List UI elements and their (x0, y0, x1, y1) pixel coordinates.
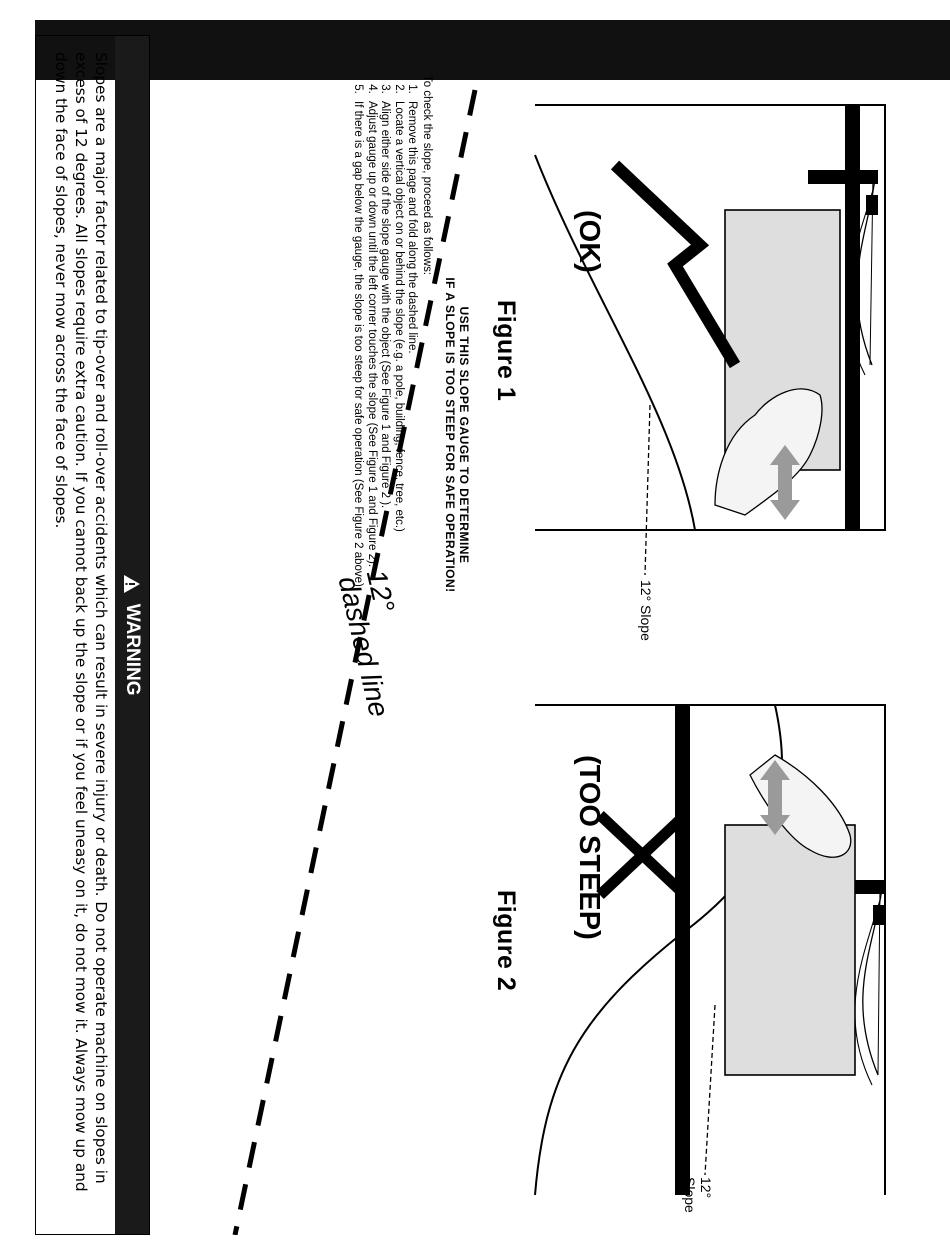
instruction-step: If there is a gap below the gauge, the s… (351, 97, 365, 795)
figure-1-pole-crossarm (808, 170, 878, 184)
figure-2-scene (534, 704, 886, 1196)
ok-checkmark-icon (610, 160, 741, 369)
fold-dashed-line (232, 89, 478, 1235)
figure-2-ground (535, 704, 886, 1195)
figure-1-double-arrow (770, 445, 800, 520)
figure-1-status: (OK) (573, 210, 605, 273)
figure-2-slope-label: 12° Slope (682, 1177, 714, 1213)
too-steep-x-icon (596, 810, 689, 900)
warning-box: WARNING Slopes are a major factor relate… (35, 35, 150, 1235)
instructions-intro: To check the slope, proceed as follows: (421, 75, 433, 276)
figure-2-pole (675, 705, 690, 1195)
figure-2-slope-reference (704, 1004, 716, 1176)
instructions-heading-line-1: USE THIS SLOPE GAUGE TO DETERMINE (457, 306, 471, 564)
header-bar (35, 20, 950, 80)
figure-1-slope-label: 12° Slope (638, 580, 654, 641)
warning-text: Slopes are a major factor related to tip… (52, 52, 110, 1192)
instructions-heading: USE THIS SLOPE GAUGE TO DETERMINE IF A S… (443, 75, 472, 795)
figure-1-slope (534, 154, 696, 531)
instruction-step: Remove this page and fold along the dash… (405, 97, 419, 795)
figure-2-status: (TOO STEEP) (573, 755, 605, 940)
figure-2-title: Figure 2 (492, 890, 520, 992)
figure-1-slope-reference (644, 404, 651, 576)
instructions-heading-line-2: IF A SLOPE IS TOO STEEP FOR SAFE OPERATI… (443, 277, 458, 593)
figure-1-pole (845, 105, 860, 530)
warning-triangle-icon (124, 575, 140, 594)
figure-1-hand (714, 388, 823, 516)
warning-header: WARNING (115, 36, 149, 1234)
figure-1-scene (534, 104, 886, 576)
figure-2-slope-gauge (724, 824, 856, 1076)
instructions-steps: Remove this page and fold along the dash… (351, 75, 419, 795)
figure-1-ground (535, 104, 886, 531)
slope-gauge-illustration (232, 89, 886, 1235)
figure-2-double-arrow (760, 760, 790, 835)
instruction-step: Align either side of the slope gauge wit… (378, 97, 392, 795)
slope-gauge-instructions: USE THIS SLOPE GAUGE TO DETERMINE IF A S… (351, 75, 472, 795)
instruction-step: Locate a vertical object on or behind th… (392, 97, 405, 795)
warning-title: WARNING (122, 603, 143, 696)
rotated-page-content: (OK) Figure 1 12° Slope (TOO STEEP) Figu… (35, 35, 950, 1235)
instruction-step: Adjust gauge up or down until the left c… (365, 97, 378, 795)
figure-1-title: Figure 1 (492, 300, 520, 402)
